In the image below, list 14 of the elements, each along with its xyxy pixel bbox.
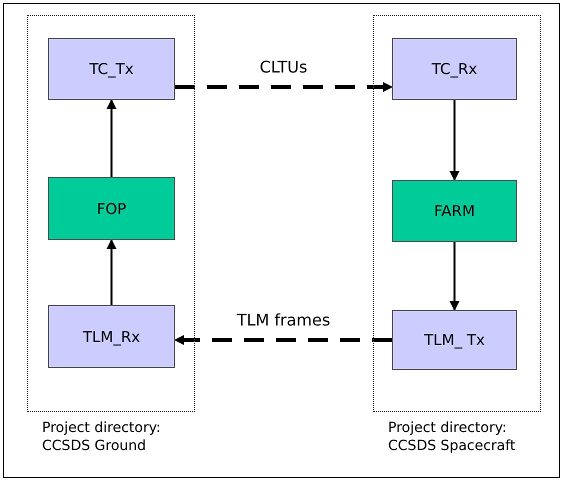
process-box: FOP [48,177,175,240]
arrow [450,242,460,311]
arrow [450,100,460,181]
process-box: TLM_ Tx [392,310,517,370]
arrow [175,82,393,92]
process-box: TC_Rx [392,38,517,100]
group-label: Project directory: CCSDS Spacecraft [388,419,516,455]
process-box: FARM [392,180,517,242]
arrow [106,239,116,305]
process-box: TC_Tx [48,38,175,100]
process-box: TLM_Rx [48,305,175,368]
arrow [174,335,392,345]
group-label: Project directory: CCSDS Ground [42,419,162,455]
arrow [106,99,116,177]
